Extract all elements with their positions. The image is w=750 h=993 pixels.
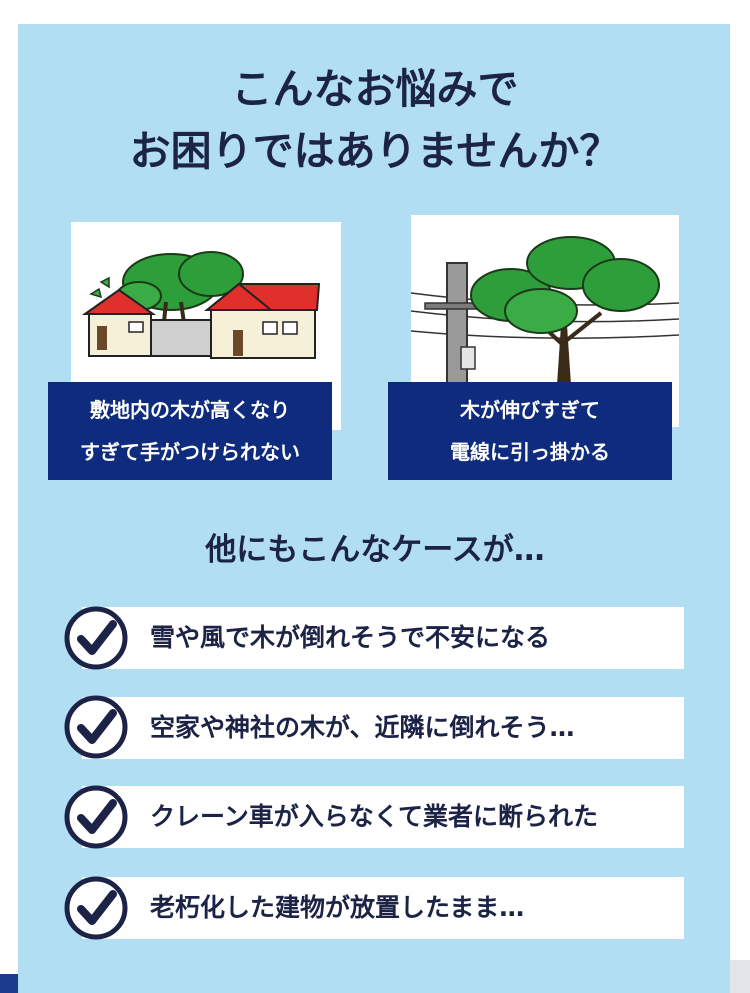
section-subtitle: 他にもこんなケースが… (205, 532, 545, 568)
decorative-bar-right (730, 960, 750, 993)
page-heading: こんなお悩みで お困りではありませんか？ (0, 58, 750, 182)
checklist-item: 空家や神社の木が、近隣に倒れそう… (82, 697, 684, 759)
heading-line-2: お困りではありませんか？ (129, 127, 621, 175)
heading-line-1: こんなお悩みで (231, 65, 519, 113)
checklist-item: 雪や風で木が倒れそうで不安になる (82, 607, 684, 669)
case-card-overgrown-tree (71, 222, 341, 430)
tree-powerline-illustration (411, 236, 679, 427)
checklist-item-text: クレーン車が入らなくて業者に断られた (150, 802, 599, 831)
checklist-item-text: 空家や神社の木が、近隣に倒れそう… (150, 713, 575, 742)
caption-line-1: 敷地内の木が高くなり (90, 398, 290, 422)
checklist-item: クレーン車が入らなくて業者に断られた (82, 786, 684, 848)
caption-line-2: すぎて手がつけられない (80, 440, 300, 464)
check-circle-icon (64, 606, 128, 670)
check-circle-icon (64, 876, 128, 940)
case-caption-power-line: 木が伸びすぎて 電線に引っ掛かる (388, 382, 672, 480)
caption-line-2: 電線に引っ掛かる (450, 440, 610, 464)
checklist-item-text: 雪や風で木が倒れそうで不安になる (150, 623, 551, 652)
checklist-item: 老朽化した建物が放置したまま… (82, 877, 684, 939)
house-tree-illustration (81, 251, 321, 359)
caption-line-1: 木が伸びすぎて (460, 398, 600, 422)
check-circle-icon (64, 785, 128, 849)
decorative-bar-left (0, 974, 18, 993)
checklist-item-text: 老朽化した建物が放置したまま… (150, 893, 525, 922)
case-caption-overgrown-tree: 敷地内の木が高くなり すぎて手がつけられない (48, 382, 332, 480)
check-circle-icon (64, 695, 128, 759)
